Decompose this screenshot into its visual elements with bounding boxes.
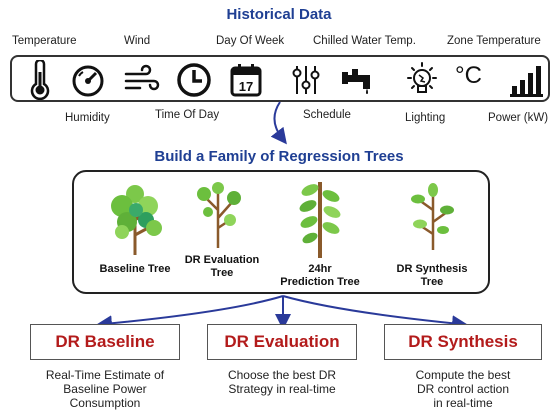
label-lighting: Lighting	[405, 112, 446, 124]
celsius-icon: °C	[455, 62, 482, 89]
faucet-icon	[342, 69, 370, 94]
baseline-tree-icon	[111, 185, 162, 255]
label-wind: Wind	[124, 35, 151, 47]
historical-data-title: Historical Data	[226, 6, 332, 23]
label-power-kw: Power (kW)	[488, 112, 549, 124]
label-chilled-water-temp: Chilled Water Temp.	[313, 35, 416, 47]
prediction-tree-icon	[299, 182, 341, 258]
dr-synthesis-description: Compute the best DR control action in re…	[378, 368, 548, 410]
dr-evaluation-description: Choose the best DR Strategy in real-time	[197, 368, 367, 396]
sliders-icon	[292, 66, 320, 94]
clock-icon	[177, 63, 211, 97]
dr-synthesis-desc-line: Compute the best	[415, 368, 511, 382]
dr-baseline-desc-line: Baseline Power	[63, 382, 147, 396]
label-schedule: Schedule	[303, 109, 351, 121]
bar-chart-icon	[510, 66, 543, 97]
arrow-to-dr-baseline	[96, 295, 284, 332]
dr-synthesis-desc-line: DR control action	[416, 382, 510, 396]
arrow-data-to-trees	[270, 101, 287, 145]
dr-evaluation-tree-icon	[197, 182, 241, 248]
label-zone-temperature: Zone Temperature	[447, 35, 541, 47]
prediction-tree-label: 24hr Prediction Tree	[280, 263, 360, 288]
input-icons-bar	[10, 55, 550, 102]
calendar-icon: 17	[230, 64, 262, 97]
dr-evaluation-desc-line: Strategy in real-time	[228, 382, 336, 396]
gauge-icon	[72, 65, 104, 97]
dr-evaluation-tree-label: DR Evaluation Tree	[184, 254, 260, 279]
wind-icon	[124, 64, 160, 91]
label-humidity: Humidity	[65, 112, 110, 124]
label-time-of-day: Time Of Day	[155, 109, 220, 121]
arrow-to-dr-synthesis	[282, 295, 468, 332]
dr-synthesis-tree-label: DR Synthesis Tree	[396, 263, 468, 288]
dr-synthesis-desc-line: in real-time	[433, 396, 493, 410]
lightbulb-icon	[407, 62, 437, 93]
dr-evaluation-box: DR Evaluation	[207, 324, 357, 360]
dr-baseline-box: DR Baseline	[30, 324, 180, 360]
dr-synthesis-box: DR Synthesis	[384, 324, 542, 360]
baseline-tree-label: Baseline Tree	[99, 263, 171, 275]
dr-baseline-desc-line: Consumption	[69, 396, 141, 410]
regression-trees-title: Build a Family of Regression Trees	[154, 148, 404, 165]
label-day-of-week: Day Of Week	[216, 35, 285, 47]
calendar-day-text: 17	[239, 79, 253, 94]
dr-baseline-description: Real-Time Estimate of Baseline Power Con…	[20, 368, 190, 410]
dr-baseline-desc-line: Real-Time Estimate of	[45, 368, 165, 382]
dr-synthesis-tree-icon	[411, 183, 454, 250]
dr-evaluation-desc-line: Choose the best DR	[227, 368, 337, 382]
label-temperature: Temperature	[12, 35, 77, 47]
thermometer-icon	[30, 60, 50, 100]
